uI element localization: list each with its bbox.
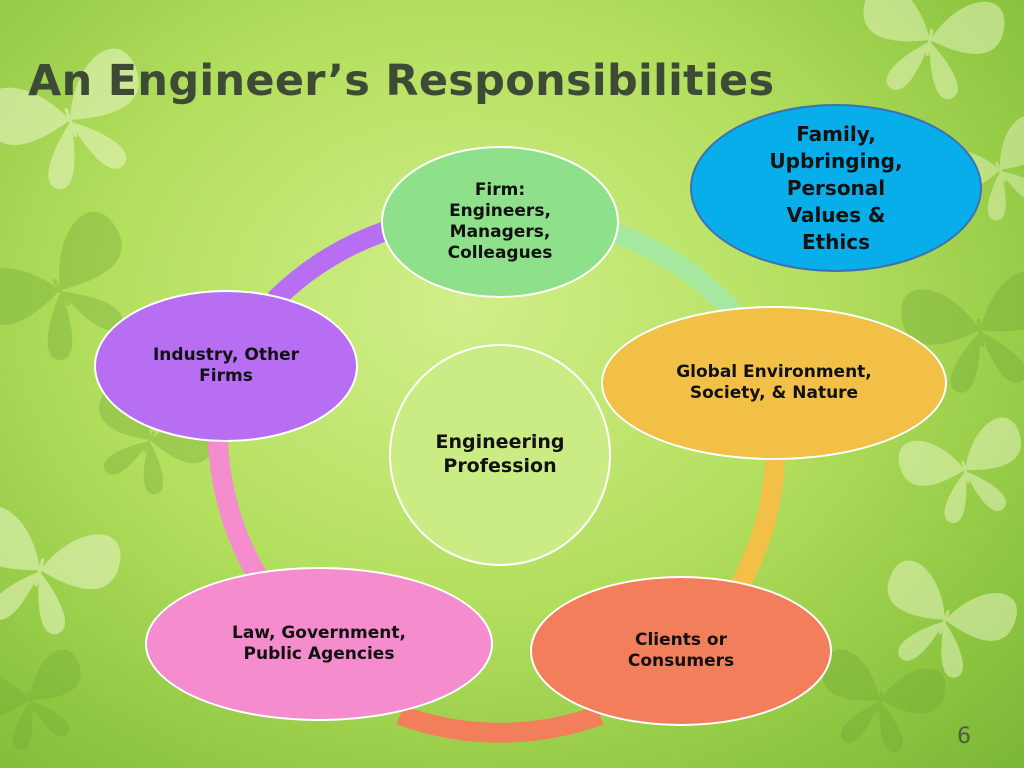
ring-arc-global-clients: [740, 455, 775, 585]
node-center-profession: Engineering Profession: [389, 344, 611, 566]
node-firm: Firm: Engineers, Managers, Colleagues: [381, 146, 619, 298]
page-number: 6: [944, 724, 984, 749]
node-industry: Industry, Other Firms: [94, 290, 358, 442]
node-industry-label: Industry, Other Firms: [153, 345, 299, 388]
node-law-label: Law, Government, Public Agencies: [232, 623, 406, 666]
callout-family-values: Family, Upbringing, Personal Values & Et…: [690, 104, 982, 272]
node-clients-label: Clients or Consumers: [628, 630, 734, 673]
callout-family-label: Family, Upbringing, Personal Values & Et…: [769, 121, 902, 256]
node-law: Law, Government, Public Agencies: [145, 567, 493, 721]
node-global-label: Global Environment, Society, & Nature: [676, 362, 872, 405]
node-clients: Clients or Consumers: [530, 576, 832, 726]
node-firm-label: Firm: Engineers, Managers, Colleagues: [448, 180, 553, 265]
node-global-environment: Global Environment, Society, & Nature: [601, 306, 947, 460]
node-center-label: Engineering Profession: [436, 431, 565, 479]
ring-arc-clients-law: [400, 715, 600, 733]
ring-arc-law-industry: [218, 440, 260, 580]
ring-arc-firm-global: [605, 230, 740, 320]
ring-arc-industry-firm: [275, 228, 395, 300]
